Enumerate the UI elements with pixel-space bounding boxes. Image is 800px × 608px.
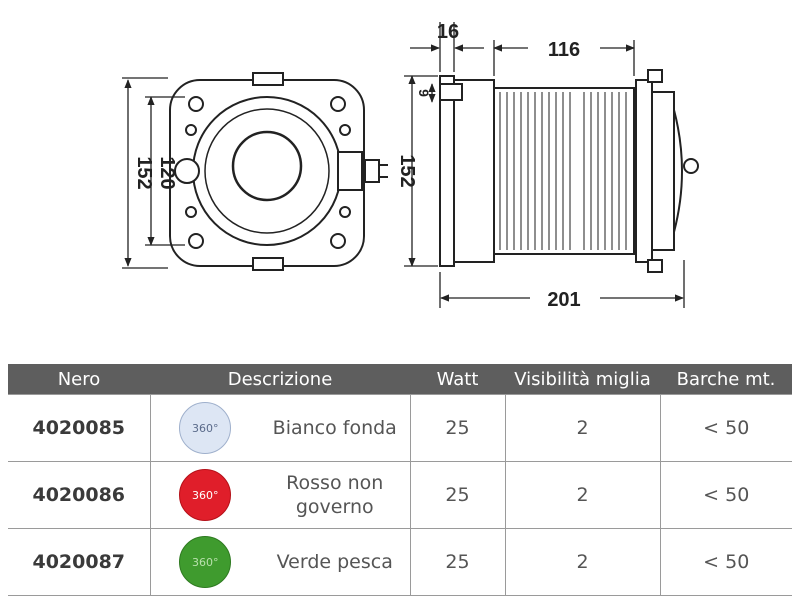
front-dimensions	[122, 77, 185, 269]
header-watt: Watt	[410, 364, 505, 395]
product-boats: < 50	[659, 528, 792, 596]
product-table: Nero Descrizione Watt Visibilità miglia …	[8, 364, 792, 596]
side-view-fins	[499, 92, 627, 250]
product-boats: < 50	[659, 461, 792, 529]
dim-116: 116	[548, 39, 580, 61]
product-code: 4020085	[8, 394, 151, 462]
product-visibility: 2	[504, 461, 661, 529]
header-visibilita: Visibilità miglia	[505, 364, 660, 395]
technical-drawing: 152 120	[122, 21, 699, 311]
table-row: 4020085 360° Bianco fonda 25 2 < 50	[8, 394, 792, 462]
product-description: Bianco fonda	[260, 394, 411, 462]
product-boats: < 50	[659, 394, 792, 462]
table-row: 4020087 360° Verde pesca 25 2 < 50	[8, 528, 792, 596]
dim-120: 120	[156, 156, 178, 189]
dim-152-side: 152	[396, 154, 418, 187]
dim-201: 201	[547, 289, 580, 311]
white-360-badge-icon: 360°	[179, 402, 232, 454]
product-code: 4020087	[8, 528, 151, 596]
dim-16: 16	[437, 21, 459, 43]
product-visibility: 2	[504, 528, 661, 596]
table-row: 4020086 360° Rosso non governo 25 2 < 50	[8, 461, 792, 529]
product-watt: 25	[409, 528, 506, 596]
header-barche: Barche mt.	[660, 364, 792, 395]
product-description: Rosso non governo	[260, 461, 411, 529]
product-visibility: 2	[504, 394, 661, 462]
dim-9: 9	[416, 89, 432, 97]
red-360-badge-icon: 360°	[179, 469, 232, 521]
product-watt: 25	[409, 394, 506, 462]
header-nero: Nero	[8, 364, 150, 395]
header-descrizione: Descrizione	[150, 364, 410, 395]
side-view	[439, 69, 699, 273]
dim-152-front: 152	[133, 156, 155, 189]
table-header: Nero Descrizione Watt Visibilità miglia …	[8, 364, 792, 395]
front-view	[169, 72, 388, 271]
green-360-badge-icon: 360°	[179, 536, 232, 588]
product-description: Verde pesca	[260, 528, 411, 596]
product-code: 4020086	[8, 461, 151, 529]
product-watt: 25	[409, 461, 506, 529]
side-dimensions	[404, 22, 685, 308]
